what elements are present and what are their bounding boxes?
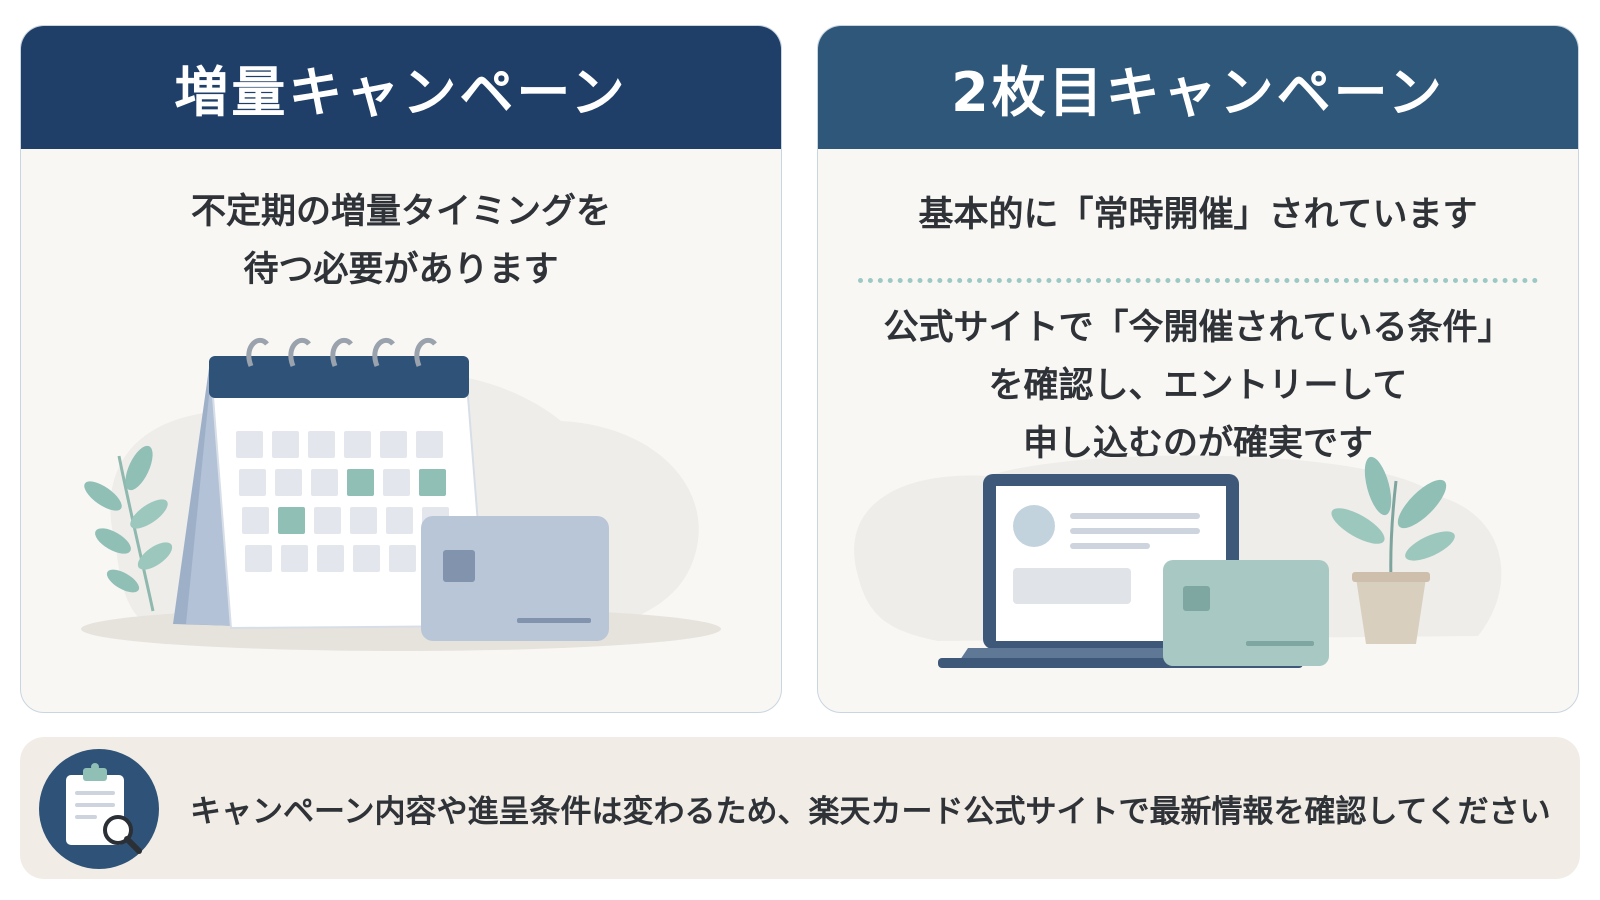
calendar-day bbox=[242, 507, 269, 534]
calendar-day bbox=[308, 431, 335, 458]
dotted-divider bbox=[858, 278, 1538, 283]
campaign-panel-increase: 増量キャンペーン 不定期の増量タイミングを 待つ必要があります bbox=[20, 25, 782, 713]
second-card-description-line: を確認し、エントリーして bbox=[988, 366, 1408, 406]
panel-title-increase: 増量キャンペーン bbox=[21, 26, 781, 149]
calendar-day bbox=[239, 469, 266, 496]
second-card-description: 公式サイトで「今開催されている条件」 を確認し、エントリーして 申し込むのが確実… bbox=[818, 299, 1578, 473]
calendar-grid bbox=[236, 431, 452, 572]
footer-notice: キャンペーン内容や進呈条件は変わるため、楽天カード公式サイトで最新情報を確認して… bbox=[20, 737, 1580, 879]
always-held-text: 基本的に「常時開催」されています bbox=[818, 186, 1578, 244]
leaf-plant-icon bbox=[84, 445, 173, 612]
calendar-day bbox=[353, 545, 380, 572]
calendar-day bbox=[380, 431, 407, 458]
potted-plant-icon bbox=[1331, 456, 1455, 644]
calendar-day bbox=[389, 545, 416, 572]
calendar-day bbox=[416, 431, 443, 458]
calendar-day bbox=[275, 469, 302, 496]
increase-description-line: 不定期の増量タイミングを bbox=[190, 192, 611, 232]
second-card-description-line: 公式サイトで「今開催されている条件」 bbox=[883, 308, 1513, 348]
calendar-day bbox=[245, 545, 272, 572]
increase-description: 不定期の増量タイミングを 待つ必要があります bbox=[21, 183, 781, 299]
second-card-illustration bbox=[854, 455, 1502, 668]
footer-text: キャンペーン内容や進呈条件は変わるため、楽天カード公式サイトで最新情報を確認して… bbox=[190, 793, 1551, 830]
calendar-icon bbox=[173, 337, 488, 630]
credit-card-icon bbox=[421, 516, 609, 641]
campaign-panel-second-card: 2枚目キャンペーン 基本的に「常時開催」されています 公式サイトで「今開催されて… bbox=[817, 25, 1579, 713]
calendar-day bbox=[272, 431, 299, 458]
increase-description-line: 待つ必要があります bbox=[243, 250, 559, 290]
calendar-day bbox=[317, 545, 344, 572]
calendar-day-highlight bbox=[347, 469, 374, 496]
calendar-day-highlight bbox=[278, 507, 305, 534]
calendar-day-highlight bbox=[419, 469, 446, 496]
credit-card-icon bbox=[1163, 560, 1329, 666]
calendar-day bbox=[350, 507, 377, 534]
calendar-day bbox=[383, 469, 410, 496]
calendar-day bbox=[311, 469, 338, 496]
always-held-line: 基本的に「常時開催」されています bbox=[918, 195, 1478, 235]
calendar-day bbox=[314, 507, 341, 534]
panel-title-second-card: 2枚目キャンペーン bbox=[818, 26, 1578, 149]
calendar-day bbox=[236, 431, 263, 458]
increase-illustration bbox=[81, 337, 721, 651]
calendar-day bbox=[386, 507, 413, 534]
calendar-day bbox=[344, 431, 371, 458]
clipboard-search-icon bbox=[39, 749, 159, 869]
calendar-day bbox=[281, 545, 308, 572]
